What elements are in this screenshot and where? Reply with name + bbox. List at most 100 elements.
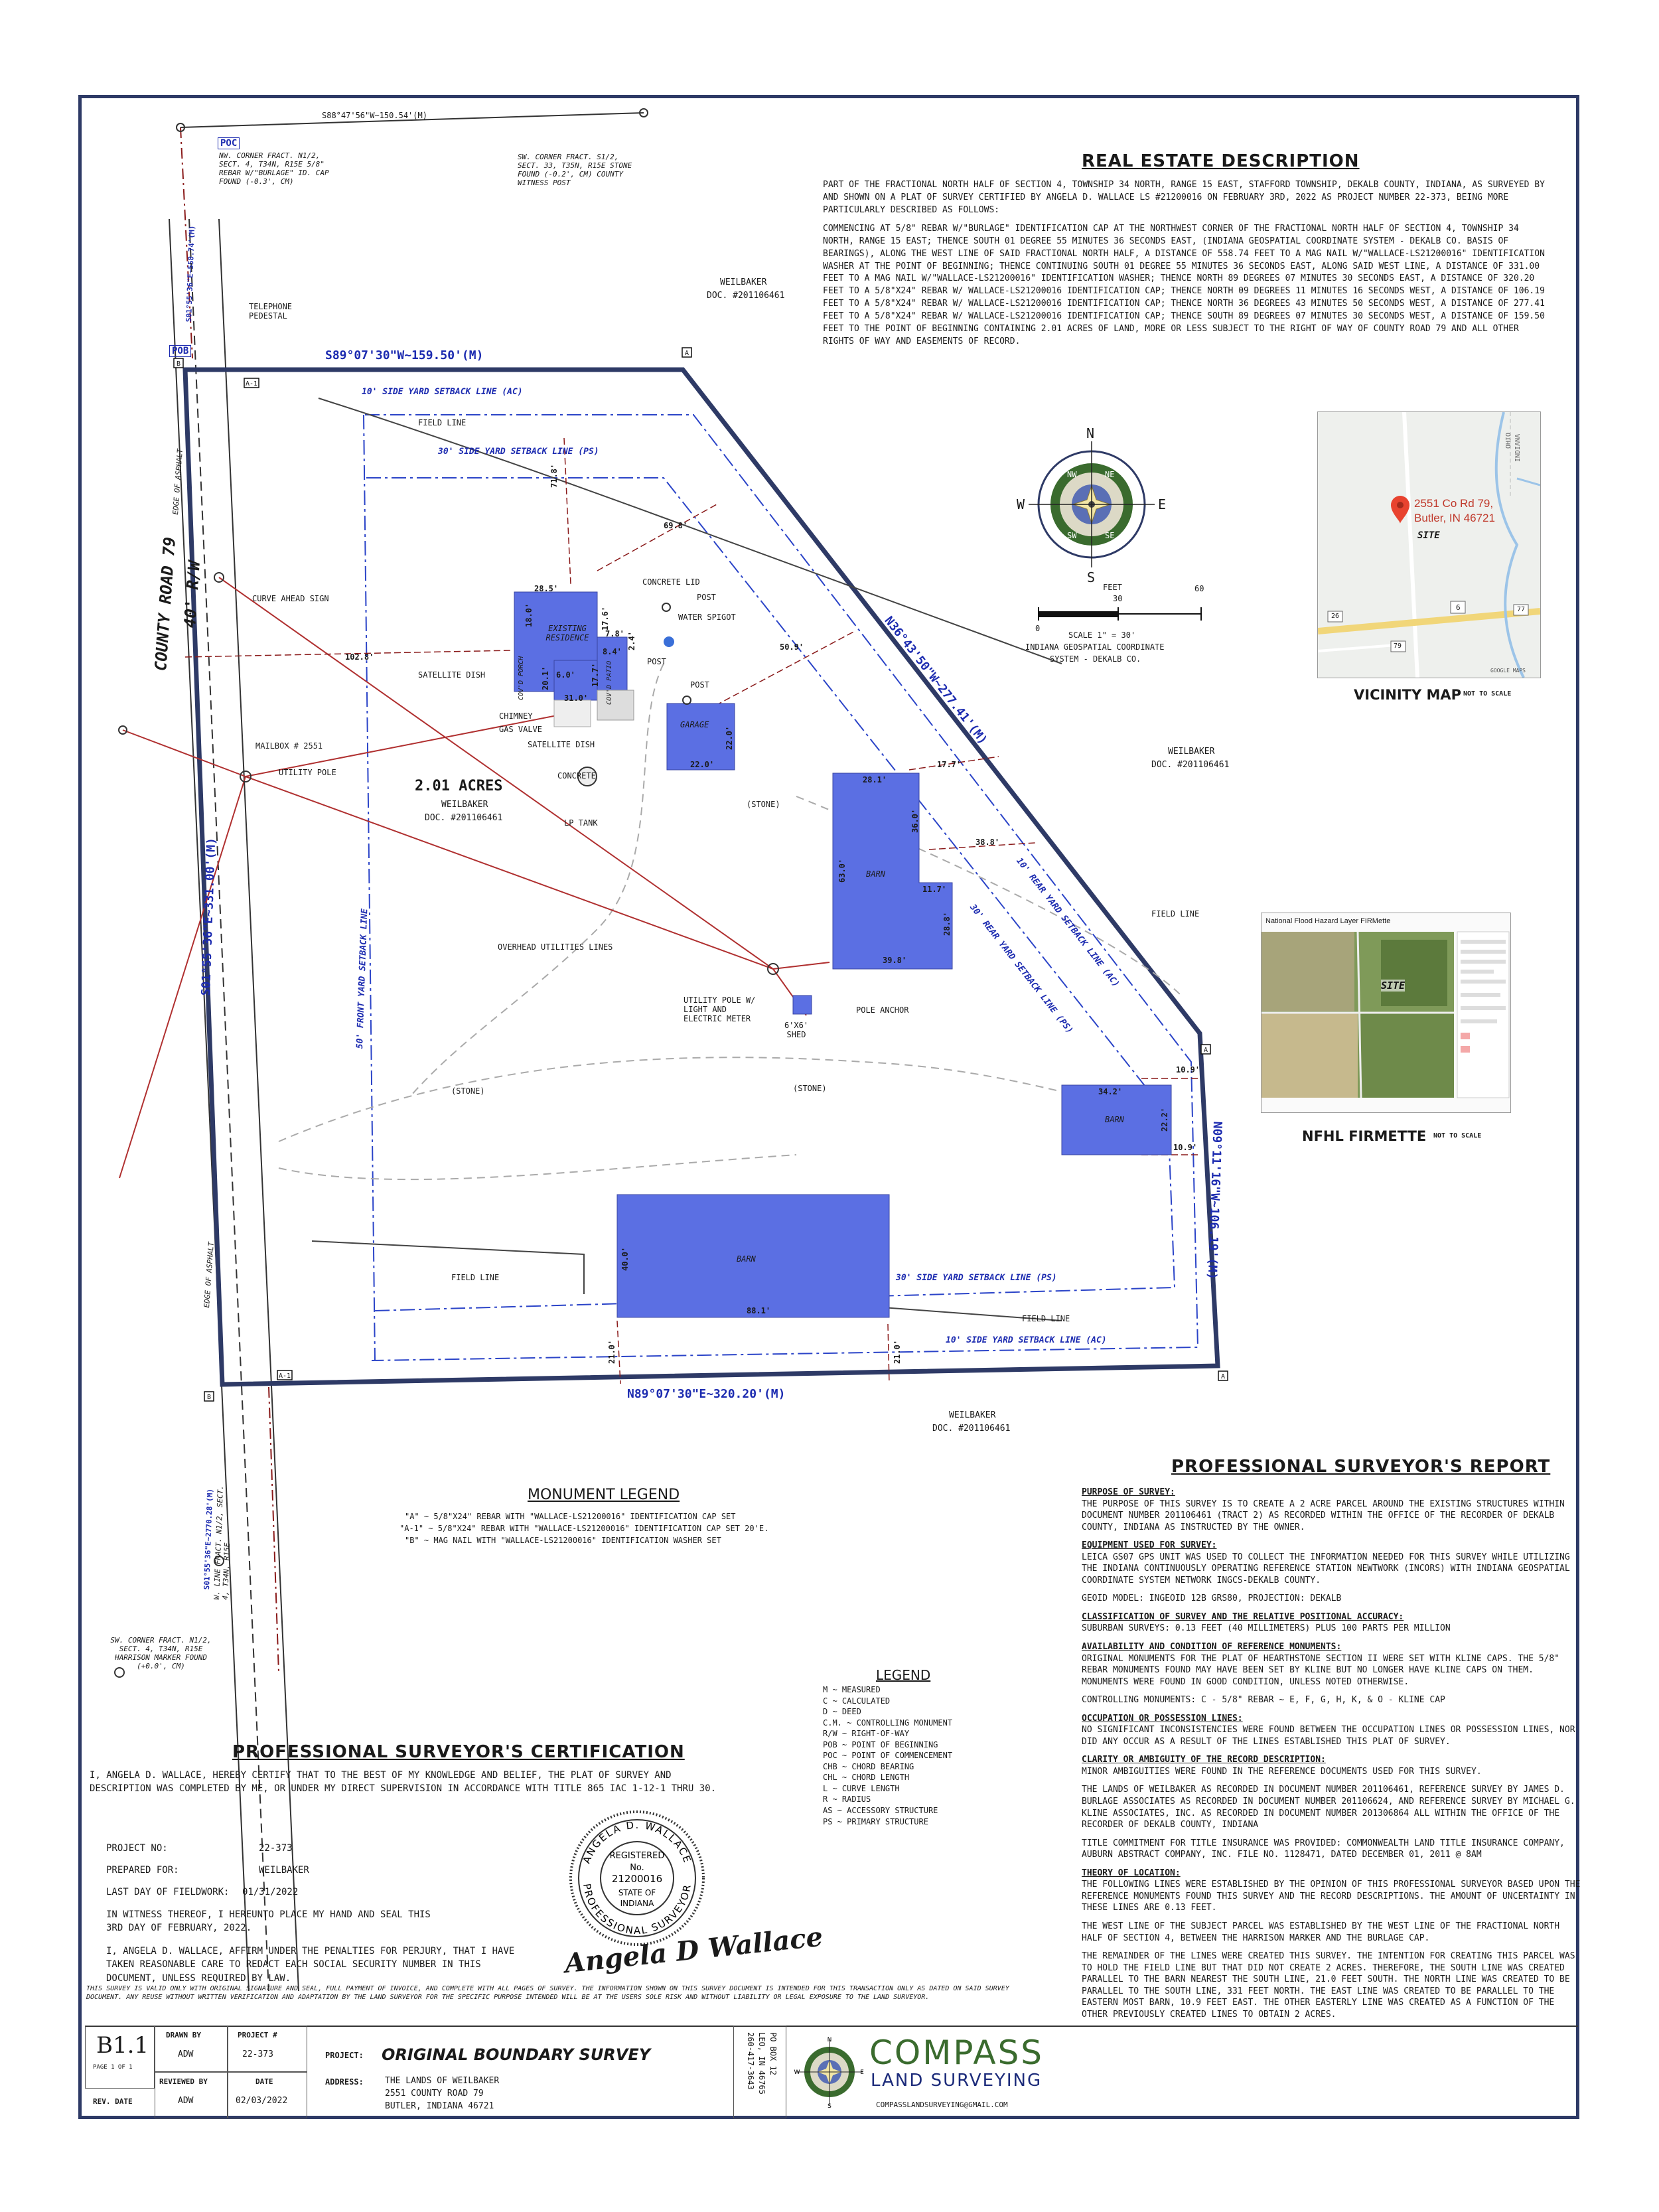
scale-line3: SYSTEM - DEKALB CO. — [1050, 654, 1141, 664]
vicinity-credit: GOOGLE MAPS — [1490, 668, 1526, 674]
dim-6: 6.0' — [556, 670, 575, 680]
firmette-header: National Flood Hazard Layer FIRMette — [1265, 917, 1391, 925]
owner-south: WEILBAKER — [949, 1410, 996, 1420]
dim-barn1-left: 63.0' — [837, 858, 847, 883]
dim-garage-bot: 22.0' — [690, 760, 715, 769]
seal-registered: REGISTERED — [610, 1851, 665, 1861]
stone-label-3: (STONE) — [793, 1084, 827, 1093]
vicinity-address-1: 2551 Co Rd 79, — [1414, 497, 1494, 510]
dim-barn1-in2: 36.0' — [910, 808, 920, 833]
report-class: SUBURBAN SURVEYS: 0.13 FEET (40 MILLIMET… — [1082, 1623, 1451, 1634]
vicinity-map: 2551 Co Rd 79, Butler, IN 46721 SITE OHI… — [1317, 411, 1541, 678]
dim-res-top: 28.5' — [534, 584, 559, 593]
tb-date-cell — [228, 2072, 307, 2118]
legend-item: C.M. ~ CONTROLLING MONUMENT — [823, 1718, 953, 1728]
doc-center: DOC. #201106461 — [425, 813, 503, 823]
report-west-line: THE WEST LINE OF THE SUBJECT PARCEL WAS … — [1082, 1921, 1560, 1943]
bearing-north-label: S89°07'30"W~159.50'(M) — [325, 348, 484, 362]
doc-south: DOC. #201106461 — [932, 1424, 1011, 1434]
report-purpose: THE PURPOSE OF THIS SURVEY IS TO CREATE … — [1082, 1499, 1565, 1532]
report-title-commit: TITLE COMMITMENT FOR TITLE INSURANCE WAS… — [1082, 1838, 1565, 1860]
tb-po-2: LEO, IN 46765 — [757, 2032, 766, 2095]
cert-project-no: 22-373 — [259, 1843, 293, 1854]
logo-e: E — [860, 2069, 864, 2076]
owner-center: WEILBAKER — [441, 800, 488, 810]
vicinity-shield-26: 26 — [1331, 613, 1340, 620]
report-avail-title: AVAILABILITY AND CONDITION OF REFERENCE … — [1082, 1642, 1342, 1653]
cert-project-no-label: PROJECT NO: — [106, 1843, 168, 1854]
tb-address-label: ADDRESS: — [325, 2077, 364, 2087]
dim-porch: 20.1' — [541, 666, 550, 690]
vicinity-shield-77: 77 — [1517, 606, 1526, 613]
setback-side-ps-south: 30' SIDE YARD SETBACK LINE (PS) — [896, 1273, 1057, 1283]
svg-text:A: A — [1204, 1047, 1208, 1054]
cert-prepared-label: PREPARED FOR: — [106, 1865, 179, 1876]
field-line-label-1: FIELD LINE — [418, 418, 467, 427]
logo-w: W — [794, 2069, 800, 2076]
vicinity-title: VICINITY MAP — [1354, 687, 1462, 703]
tb-drawn: ADW — [178, 2049, 194, 2059]
company-email: COMPASSLANDSURVEYING@GMAIL.COM — [876, 2101, 1008, 2109]
dim-barn1-right: 28.8' — [942, 911, 952, 936]
seal-indiana: INDIANA — [620, 1899, 654, 1908]
field-line-label-3: FIELD LINE — [451, 1273, 500, 1282]
firmette-site: SITE — [1381, 980, 1406, 992]
lp-tank-label: LP TANK — [564, 818, 598, 828]
description-p1: PART OF THE FRACTIONAL NORTH HALF OF SEC… — [823, 180, 1545, 215]
legend-item: L ~ CURVE LENGTH — [823, 1783, 900, 1793]
doc-east: DOC. #201106461 — [1151, 760, 1230, 770]
tb-project-cell — [228, 2026, 307, 2072]
svg-text:B: B — [177, 360, 180, 368]
owner-north: WEILBAKER — [720, 277, 767, 287]
report-equip-title: EQUIPMENT USED FOR SURVEY: — [1082, 1540, 1217, 1551]
compass-ne: NE — [1105, 470, 1115, 479]
nw-corner-note: NW. CORNER FRACT. N1/2, SECT. 4, T34N, R… — [219, 151, 329, 186]
dim-24: 2.4' — [627, 631, 636, 650]
curve-sign-label: CURVE AHEAD SIGN — [252, 594, 329, 603]
seal-no: No. — [630, 1863, 644, 1873]
vicinity-address-2: Butler, IN 46721 — [1414, 512, 1495, 524]
pob-label: POB — [169, 345, 192, 357]
tb-drawn-cell — [155, 2026, 228, 2072]
svg-text:A-1: A-1 — [279, 1372, 291, 1380]
cert-fieldwork-label: LAST DAY OF FIELDWORK: — [106, 1887, 230, 1897]
bearing-south-label: N89°07'30"E~320.20'(M) — [627, 1387, 786, 1401]
tb-page: PAGE 1 OF 1 — [93, 2064, 133, 2071]
dim-698: 69.8' — [664, 521, 688, 530]
dim-patio-3: 17.7' — [591, 662, 600, 687]
dim-210a: 21.0' — [607, 1339, 616, 1364]
utility-pole-label: UTILITY POLE — [279, 768, 336, 777]
vicinity-nts: NOT TO SCALE — [1463, 690, 1512, 698]
firmette-title: NFHL FIRMETTE — [1302, 1128, 1427, 1144]
svg-text:A: A — [685, 350, 689, 357]
vicinity-shield-6: 6 — [1456, 603, 1461, 612]
report-theory: THE FOLLOWING LINES WERE ESTABLISHED BY … — [1082, 1880, 1581, 1913]
svg-text:A-1: A-1 — [246, 380, 257, 388]
legend-item: CHL ~ CHORD LENGTH — [823, 1773, 910, 1783]
report-lands: THE LANDS OF WEILBAKER AS RECORDED IN DO… — [1082, 1785, 1575, 1830]
dim-109b: 10.9' — [1173, 1143, 1198, 1152]
svg-text:A: A — [1221, 1373, 1225, 1380]
tb-sheet-cell — [85, 2026, 155, 2089]
tb-rev-date: REV. DATE — [93, 2097, 133, 2106]
report-purpose-title: PURPOSE OF SURVEY: — [1082, 1487, 1175, 1497]
dim-509: 50.9' — [780, 642, 804, 652]
concrete-label: CONCRETE — [557, 771, 596, 780]
scale-line1: SCALE 1" = 30' — [1068, 630, 1136, 640]
legend-item: PS ~ PRIMARY STRUCTURE — [823, 1816, 928, 1826]
pole-anchor-label: POLE ANCHOR — [856, 1005, 909, 1015]
vicinity-site: SITE — [1417, 530, 1440, 541]
dim-barn3-bot: 88.1' — [747, 1306, 771, 1315]
utility-pole-meter-label: UTILITY POLE W/ LIGHT AND ELECTRIC METER — [684, 995, 756, 1023]
sw-corner-s33-note: SW. CORNER FRACT. S1/2, SECT. 33, T35N, … — [518, 153, 632, 187]
barn-label-1: BARN — [866, 869, 885, 879]
report-clar-title: CLARITY OR AMBIGUITY OF THE RECORD DESCR… — [1082, 1755, 1326, 1765]
barn-label-2: BARN — [1105, 1115, 1124, 1124]
report-remainder: THE REMAINDER OF THE LINES WERE CREATED … — [1082, 1951, 1575, 2020]
post-label-2: POST — [647, 657, 666, 666]
monument-legend-b: "B" ~ MAG NAIL WITH "WALLACE-LS21200016"… — [405, 1536, 721, 1545]
setback-side-ac-south: 10' SIDE YARD SETBACK LINE (AC) — [946, 1335, 1107, 1345]
tb-project-name: ORIGINAL BOUNDARY SURVEY — [382, 2045, 651, 2064]
tb-po-cell — [733, 2026, 786, 2118]
vicinity-indiana: INDIANA — [1514, 433, 1522, 462]
